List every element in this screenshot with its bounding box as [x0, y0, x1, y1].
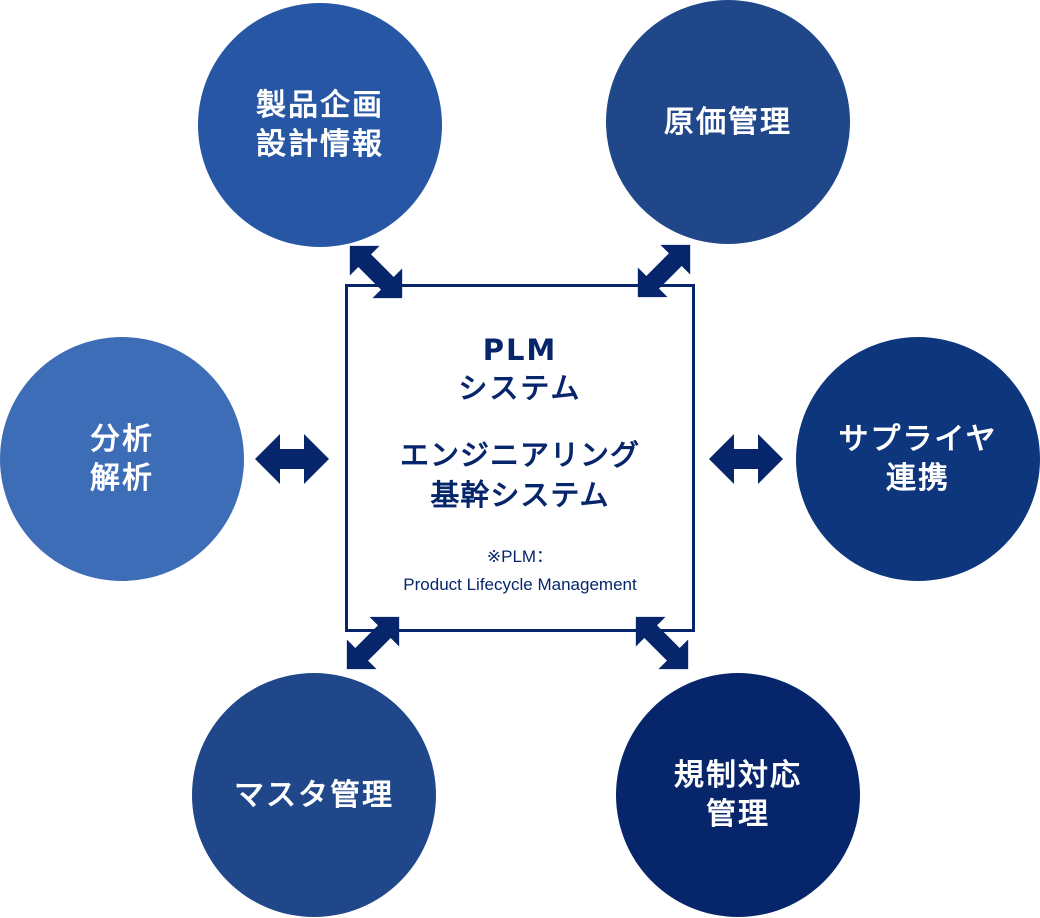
- node-label: 製品企画 設計情報: [256, 88, 384, 162]
- plm-footnote: ※PLM： Product Lifecycle Management: [403, 547, 637, 594]
- node-label: サプライヤ 連携: [838, 422, 998, 496]
- node-master-management: マスタ管理: [192, 673, 436, 917]
- double-arrow-right-icon: [709, 434, 783, 484]
- node-label: 分析 解析: [90, 422, 154, 496]
- node-product-planning: 製品企画 設計情報: [198, 3, 442, 247]
- plm-subtitle: エンジニアリング 基幹システム: [399, 438, 640, 512]
- node-label: マスタ管理: [234, 777, 394, 813]
- node-supplier-integration: サプライヤ 連携: [796, 337, 1040, 581]
- plm-system-box: PLM システム エンジニアリング 基幹システム ※PLM： Product L…: [345, 284, 695, 632]
- node-regulation-management: 規制対応 管理: [616, 673, 860, 917]
- double-arrow-left-icon: [255, 434, 329, 484]
- node-label: 原価管理: [664, 104, 792, 140]
- node-analysis: 分析 解析: [0, 337, 244, 581]
- node-cost-management: 原価管理: [606, 0, 850, 244]
- plm-title: PLM システム: [458, 333, 582, 405]
- node-label: 規制対応 管理: [674, 758, 802, 832]
